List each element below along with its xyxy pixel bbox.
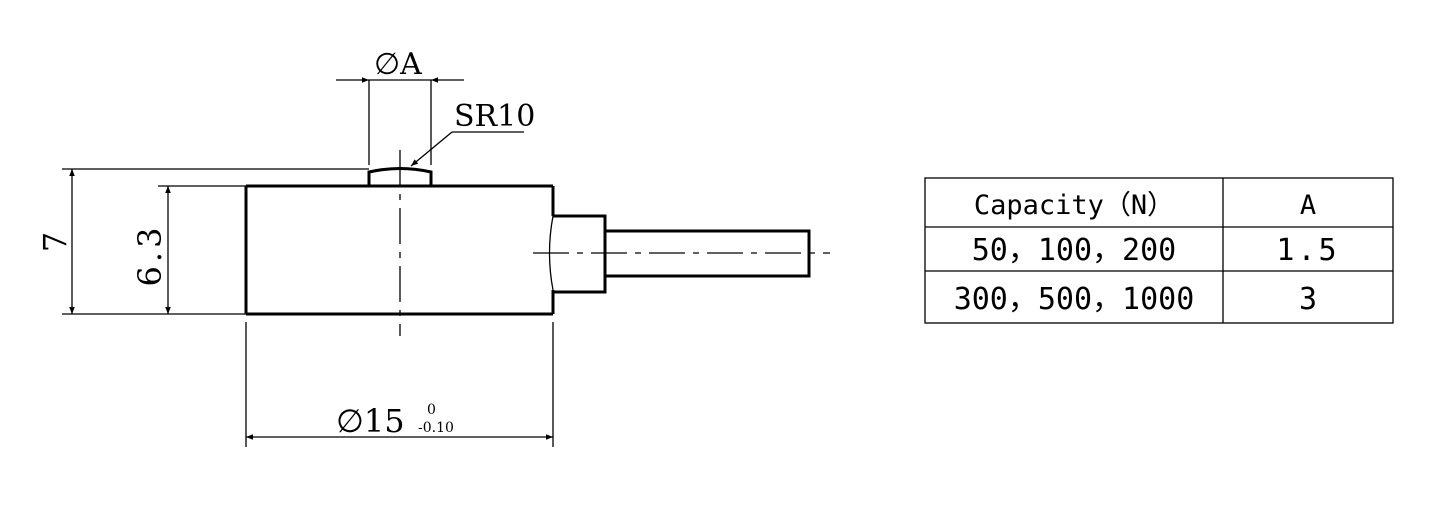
tolerance-lower: -0.10 bbox=[418, 420, 454, 436]
table-cell-capacity-row2: 300，500，1000 bbox=[954, 282, 1195, 317]
table-header-capacity: Capacity（N） bbox=[974, 190, 1174, 221]
dim-height-total bbox=[62, 168, 369, 315]
dim-height-body-label: 6.3 bbox=[131, 224, 169, 287]
cable-connector bbox=[553, 214, 607, 294]
dim-dia-15-label: ∅15 bbox=[336, 402, 405, 440]
dim-height-body bbox=[158, 185, 246, 314]
sr10-label: SR10 bbox=[454, 99, 535, 134]
table-header-a: A bbox=[1300, 190, 1316, 221]
leader-sr10 bbox=[410, 131, 524, 167]
capacity-table bbox=[924, 177, 1394, 324]
tolerance-upper: 0 bbox=[427, 402, 436, 418]
dim-height-total-label: 7 bbox=[36, 232, 74, 252]
dim-dia-a-label: ∅A bbox=[374, 47, 422, 82]
dim-dia-15 bbox=[245, 322, 554, 447]
table-cell-a-row1: 1.5 bbox=[1276, 233, 1339, 268]
table-cell-a-row2: 3 bbox=[1299, 282, 1317, 317]
dim-dia-a bbox=[336, 77, 464, 165]
table-cell-capacity-row1: 50，100，200 bbox=[972, 233, 1177, 268]
